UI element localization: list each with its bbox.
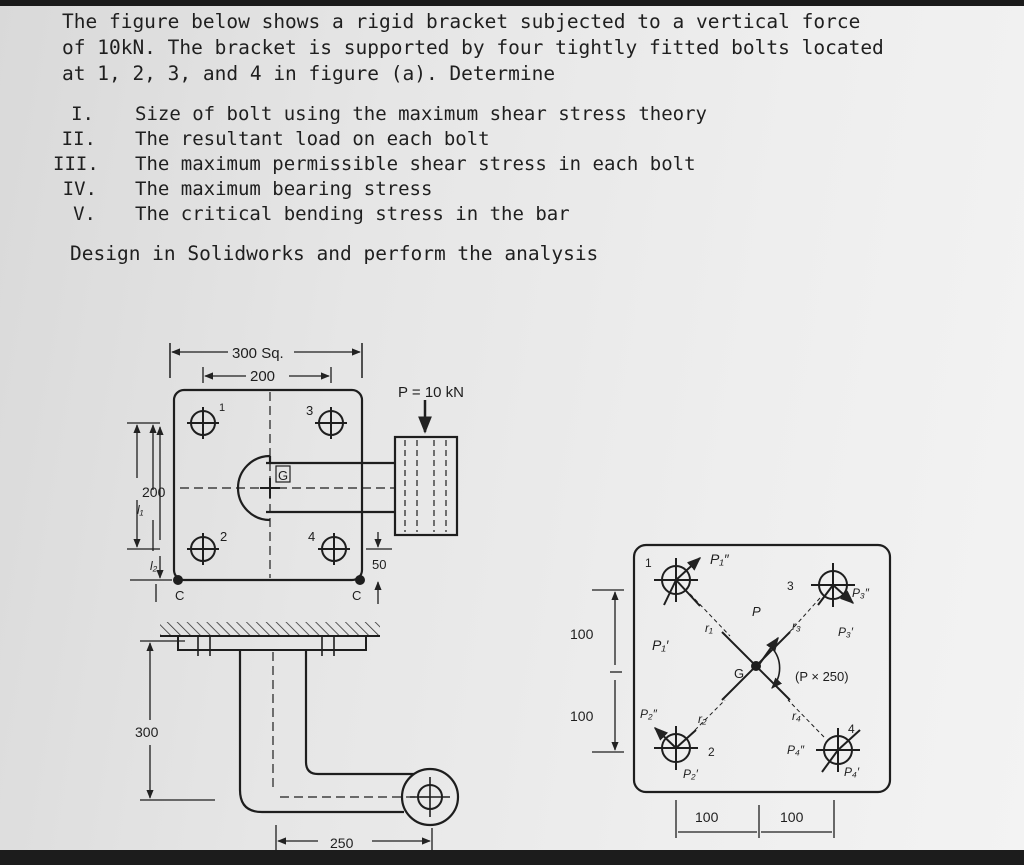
item-num-3: III. bbox=[53, 153, 99, 175]
bolt-1-label: 1 bbox=[219, 402, 225, 414]
center-g-label: G bbox=[278, 468, 288, 483]
bolt-1-symbol bbox=[187, 407, 219, 439]
dim-50: 50 bbox=[372, 557, 386, 572]
screen-top-edge bbox=[0, 0, 1024, 6]
p3-prime: P₃′ bbox=[838, 625, 854, 639]
bolt-2-force bbox=[653, 726, 698, 770]
bolt-3-force bbox=[811, 563, 855, 607]
item-text-1: Size of bolt using the maximum shear str… bbox=[135, 103, 707, 125]
p1-double-prime: P₁″ bbox=[710, 551, 730, 567]
bolt-1-force bbox=[654, 557, 702, 607]
dim-300-side: 300 bbox=[135, 724, 159, 740]
p4-double-prime: P₄″ bbox=[787, 743, 805, 757]
problem-intro: The figure below shows a rigid bracket s… bbox=[62, 9, 962, 87]
bolt-2-label: 2 bbox=[220, 529, 227, 544]
moment-label: (P × 250) bbox=[795, 669, 849, 684]
l1-label: l₁ bbox=[137, 503, 144, 517]
figure-b bbox=[592, 543, 892, 838]
intro-line-1: The figure below shows a rigid bracket s… bbox=[62, 10, 861, 33]
item-num-4: IV. bbox=[62, 178, 97, 200]
item-text-3: The maximum permissible shear stress in … bbox=[135, 153, 696, 175]
bolt-1-num: 1 bbox=[645, 556, 652, 570]
bolt-2-num: 2 bbox=[708, 745, 715, 759]
bolt-3-symbol bbox=[315, 407, 347, 439]
screen-bottom-edge bbox=[0, 850, 1024, 865]
bolt-4-label: 4 bbox=[308, 529, 315, 544]
bolt-4-symbol bbox=[318, 533, 350, 565]
dim-100-vertical-1: 100 bbox=[570, 626, 594, 642]
figure-a bbox=[127, 343, 460, 850]
item-num-5: V. bbox=[73, 203, 96, 225]
item-text-2: The resultant load on each bolt bbox=[135, 128, 490, 150]
p2-prime: P₂′ bbox=[683, 767, 699, 781]
dim-200-left: 200 bbox=[142, 484, 166, 500]
bolt-3-num: 3 bbox=[787, 579, 794, 593]
load-label: P = 10 kN bbox=[398, 384, 464, 401]
item-text-4: The maximum bearing stress bbox=[135, 178, 433, 200]
bolt-3-label: 3 bbox=[306, 403, 313, 418]
p4-prime: P₄′ bbox=[844, 765, 860, 779]
item-text-5: The critical bending stress in the bar bbox=[135, 203, 570, 225]
dim-300-sq: 300 Sq. bbox=[232, 345, 284, 362]
r4-label: r₄ bbox=[792, 709, 801, 723]
bolt-2-symbol bbox=[187, 533, 219, 565]
design-note: Design in Solidworks and perform the ana… bbox=[70, 242, 599, 265]
r2-label: r₂ bbox=[698, 712, 707, 726]
g-label: G bbox=[734, 666, 744, 681]
bolt-4-force bbox=[816, 728, 861, 773]
p-label: P bbox=[752, 604, 761, 619]
dim-200-top: 200 bbox=[250, 368, 275, 385]
dim-100-horizontal-1: 100 bbox=[695, 809, 719, 825]
bolt-4-num: 4 bbox=[848, 722, 855, 736]
p3-double-prime: P₃″ bbox=[852, 586, 870, 600]
dim-100-horizontal-2: 100 bbox=[780, 809, 804, 825]
corner-c-left: C bbox=[175, 588, 184, 603]
l2-label: l₂ bbox=[150, 559, 158, 573]
p2-double-prime: P₂″ bbox=[640, 707, 658, 721]
intro-line-3: at 1, 2, 3, and 4 in figure (a). Determi… bbox=[62, 62, 556, 85]
p1-prime: P₁′ bbox=[652, 637, 670, 653]
r1-label: r₁ bbox=[705, 621, 713, 635]
item-num-2: II. bbox=[61, 128, 96, 150]
dim-100-vertical-2: 100 bbox=[570, 708, 594, 724]
corner-c-right: C bbox=[352, 588, 361, 603]
r3-label: r₃ bbox=[792, 619, 801, 633]
dim-250-bottom: 250 bbox=[330, 835, 354, 850]
intro-line-2: of 10kN. The bracket is supported by fou… bbox=[62, 36, 884, 59]
item-num-1: I. bbox=[71, 103, 94, 125]
